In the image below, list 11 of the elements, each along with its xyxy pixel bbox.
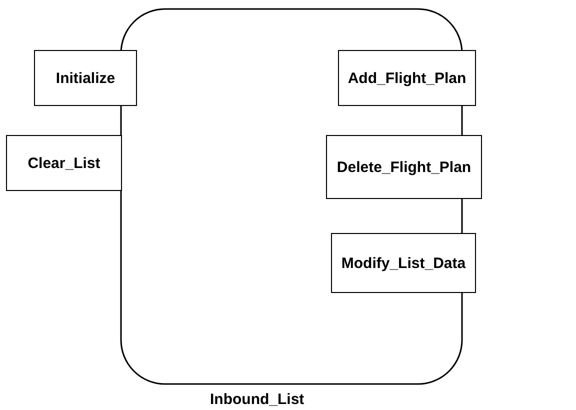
operation-box [338,50,476,106]
operation-name: Modify_List_Data [341,254,466,272]
operation-name: Add_Flight_Plan [348,70,466,86]
operation-name: Initialize [56,70,116,86]
operation-box [326,135,482,199]
operation-box [331,233,476,293]
operation-box [6,135,122,191]
operation-box [34,50,137,106]
package-name: Inbound_List [210,391,304,408]
operation-name: Delete_Flight_Plan [336,158,472,176]
operation-name: Clear_List [28,154,100,172]
